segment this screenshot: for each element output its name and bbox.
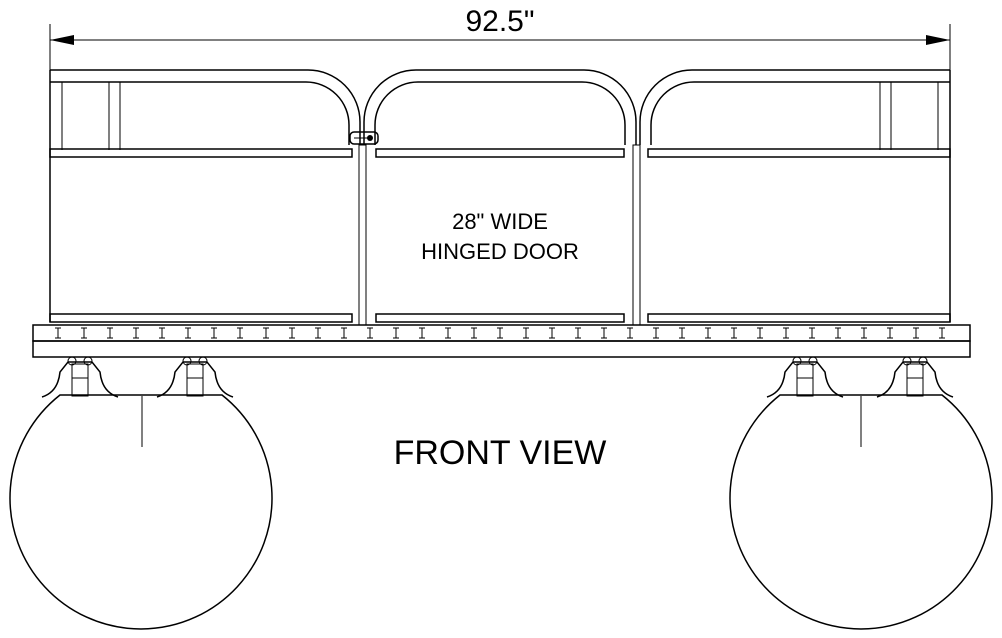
deck-fastener	[731, 327, 737, 339]
deck-fastener	[393, 327, 399, 339]
deck-fastener	[705, 327, 711, 339]
deck-fastener	[497, 327, 503, 339]
view-title: FRONT VIEW	[394, 434, 607, 472]
deck-fastener	[601, 327, 607, 339]
deck-fastener	[861, 327, 867, 339]
deck-fastener	[913, 327, 919, 339]
dimension-label: 92.5"	[465, 5, 534, 38]
deck-fastener	[523, 327, 529, 339]
dimension-arrow-right-icon	[926, 35, 950, 45]
deck-fastener	[159, 327, 165, 339]
deck-fastener	[419, 327, 425, 339]
deck-fastener	[263, 327, 269, 339]
deck-fastener	[341, 327, 347, 339]
deck-fastener	[471, 327, 477, 339]
deck-fastener	[211, 327, 217, 339]
door-label-line1: 28" WIDE	[452, 209, 548, 234]
pontoon-bracket	[766, 356, 844, 398]
pontoon-bracket	[41, 356, 119, 398]
pontoon-bracket	[156, 356, 234, 398]
deck-fastener	[55, 327, 61, 339]
railing	[49, 69, 951, 326]
pontoon-brackets	[41, 356, 954, 398]
deck	[32, 324, 971, 358]
overall-width-dimension: 92.5"	[49, 5, 951, 72]
deck-fastener	[289, 327, 295, 339]
deck-fastener	[575, 327, 581, 339]
deck-fastener	[653, 327, 659, 339]
deck-fastener	[835, 327, 841, 339]
deck-fastener	[133, 327, 139, 339]
deck-fastener	[549, 327, 555, 339]
deck-fastener	[237, 327, 243, 339]
door-label-line2: HINGED DOOR	[421, 239, 579, 264]
deck-fastener	[627, 327, 633, 339]
dimension-arrow-left-icon	[50, 35, 74, 45]
deck-fastener	[367, 327, 373, 339]
deck-fastener	[887, 327, 893, 339]
deck-fastener	[107, 327, 113, 339]
pontoon-bracket	[876, 356, 954, 398]
pontoon-left	[9, 394, 273, 630]
deck-fastener	[783, 327, 789, 339]
deck-fastener	[445, 327, 451, 339]
deck-fastener	[939, 327, 945, 339]
deck-fastener	[679, 327, 685, 339]
deck-fastener	[315, 327, 321, 339]
deck-fastener	[81, 327, 87, 339]
deck-fastener	[757, 327, 763, 339]
deck-fastener	[809, 327, 815, 339]
door-latch-icon	[349, 131, 379, 145]
pontoon-right	[729, 394, 993, 630]
deck-fastener	[185, 327, 191, 339]
